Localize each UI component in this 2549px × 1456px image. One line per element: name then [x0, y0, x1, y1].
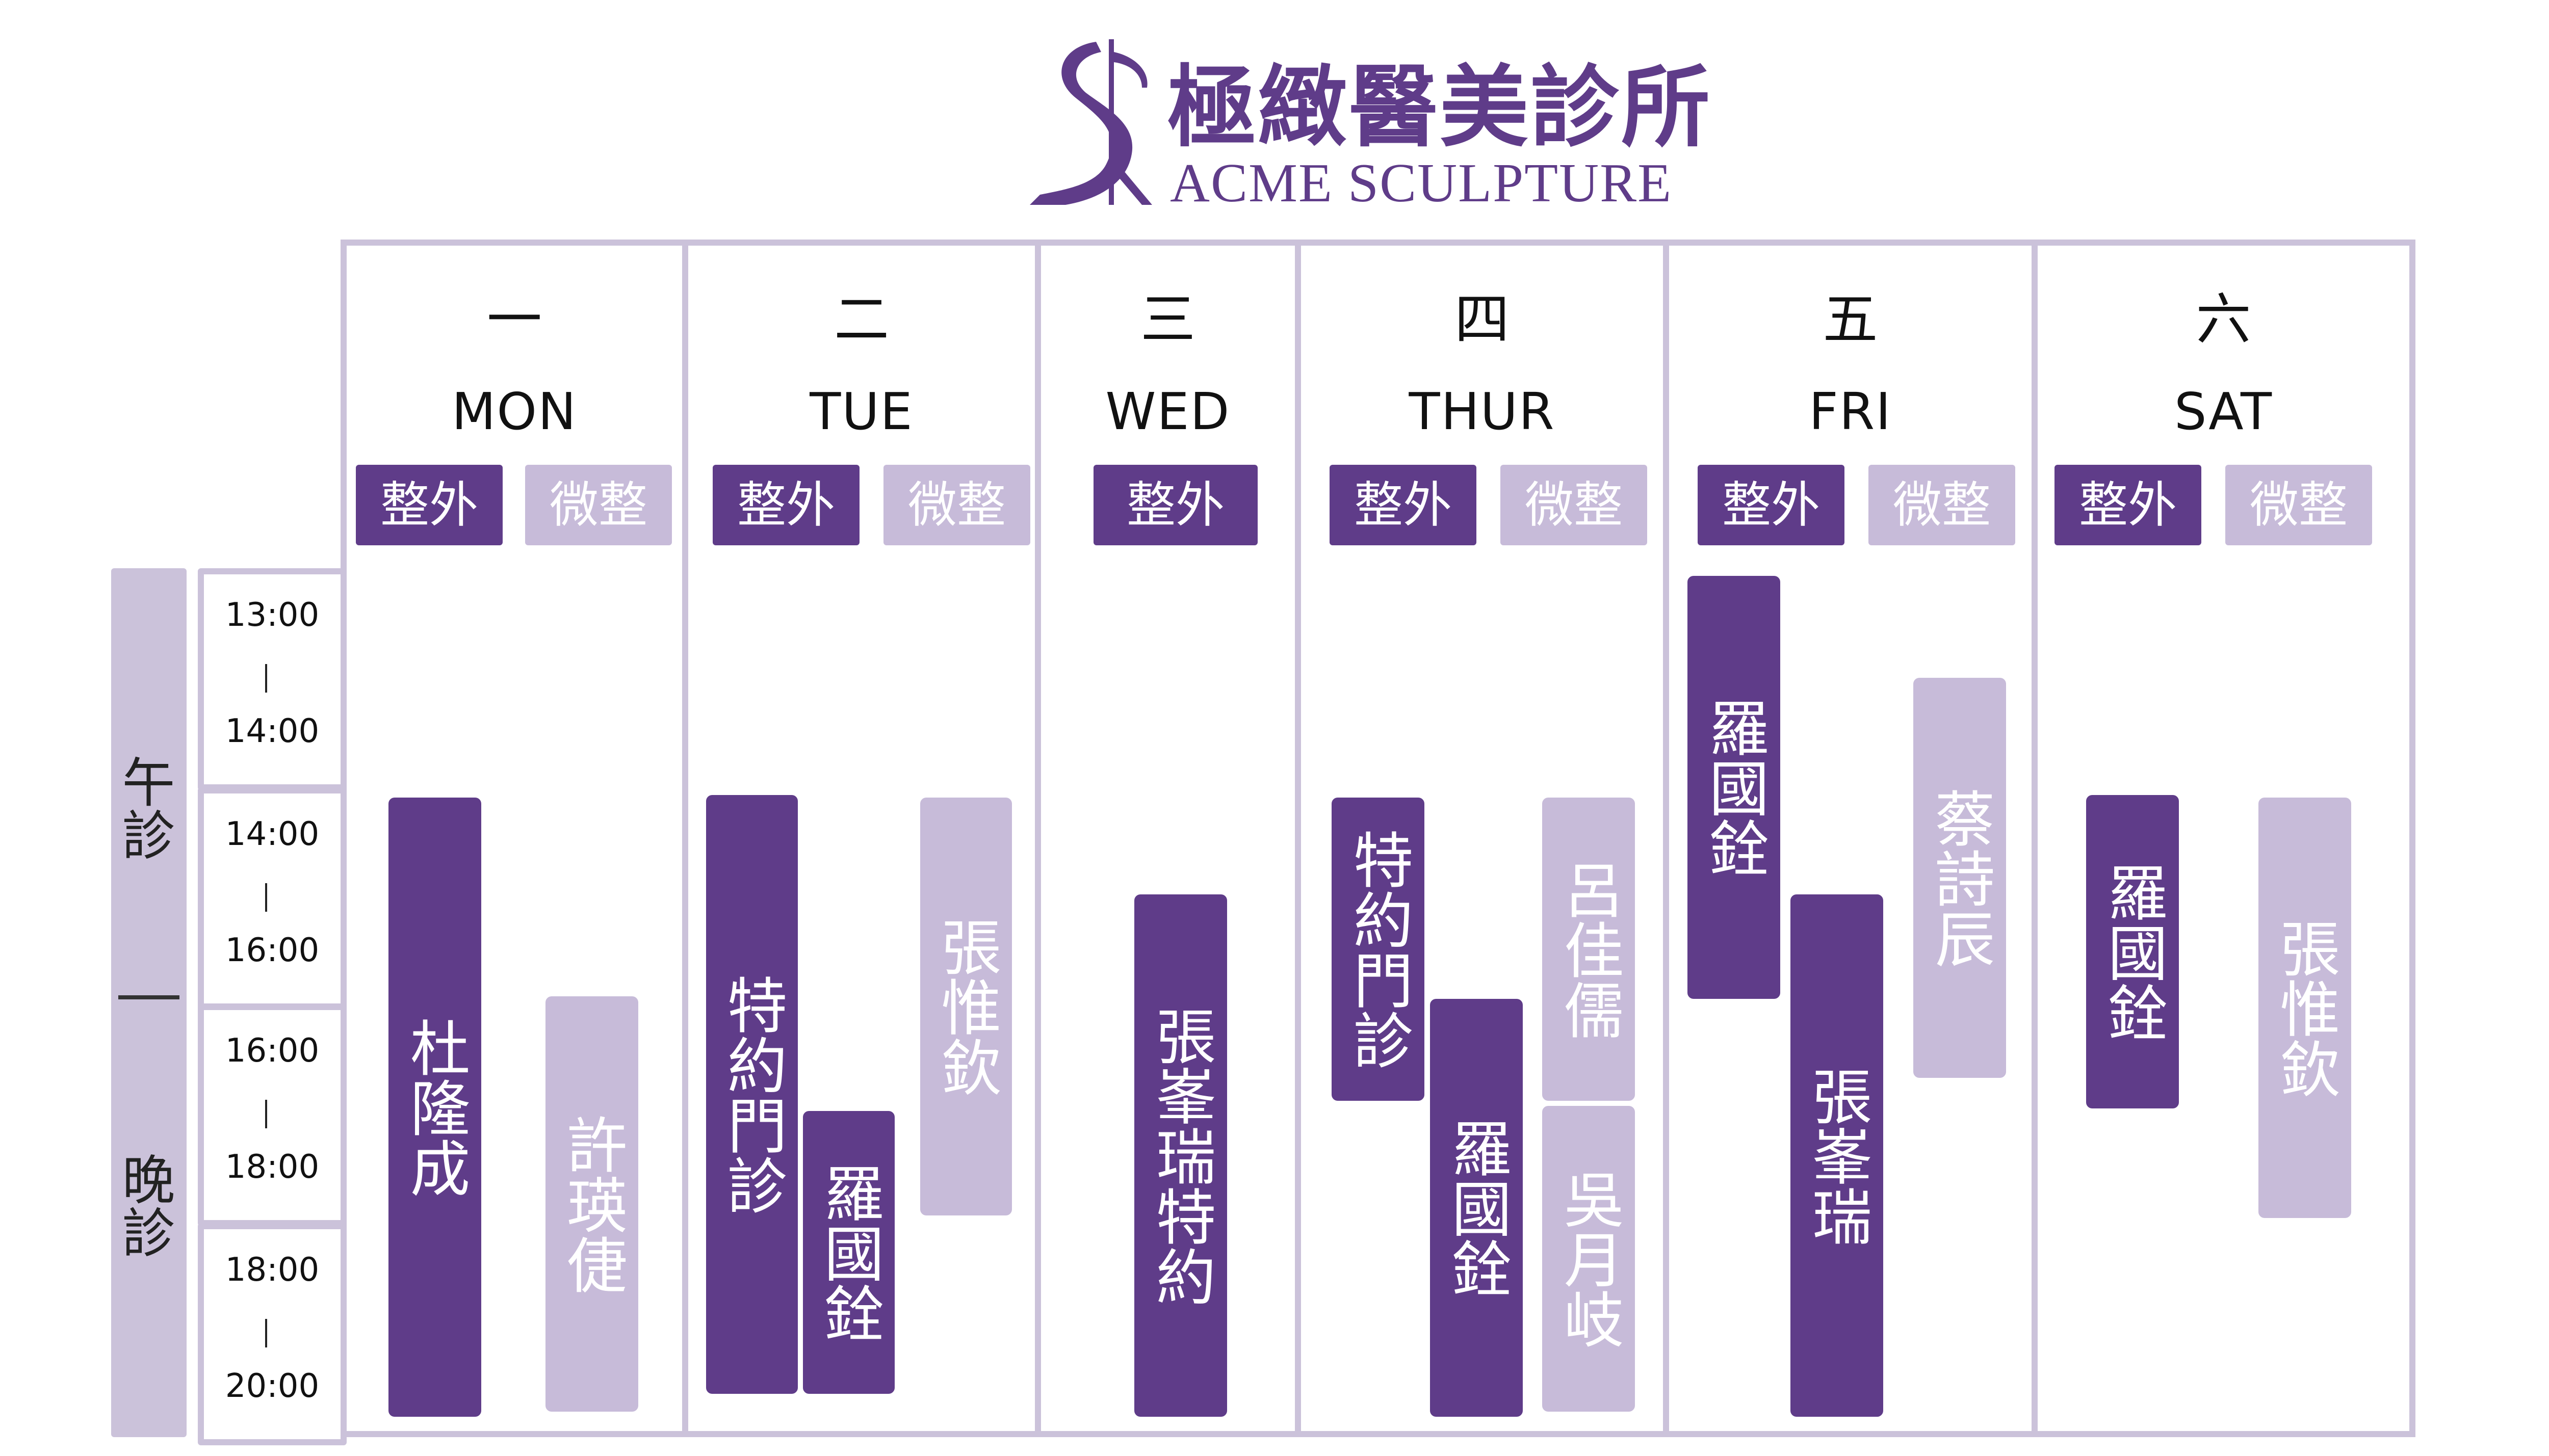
doctor-block-sat-plastic: 羅國銓 [2086, 795, 2179, 1108]
doctor-block-tue-micro: 張惟欽 [920, 798, 1012, 1215]
doctor-name: 羅國銓 [1441, 1118, 1512, 1298]
day-label-cn-thu: 四 [1454, 288, 1510, 352]
doctor-name: 許瑛倢 [557, 1114, 627, 1294]
time-slot-end: 18:00 [225, 1148, 320, 1186]
doctor-name: 吳月岐 [1553, 1169, 1624, 1349]
day-label-en-fri: FRI [1809, 382, 1892, 441]
doctor-name: 張惟欽 [2270, 917, 2340, 1098]
time-slot-end: 16:00 [225, 932, 320, 969]
day-label-en-tue: TUE [810, 382, 914, 441]
tag-micro-mon: 微整 [525, 465, 672, 545]
day-label-cn-wed: 三 [1140, 288, 1195, 352]
doctor-block-wed-plastic: 張峯瑞特約 [1134, 894, 1227, 1417]
time-slot-1: 13:00 14:00 [198, 568, 347, 790]
doctor-block-fri-plastic-2: 張峯瑞 [1790, 894, 1883, 1417]
doctor-name: 羅國銓 [1699, 697, 1769, 878]
tag-plastic-mon: 整外 [356, 465, 503, 545]
tag-plastic-wed: 整外 [1094, 465, 1258, 545]
time-slot-separator [265, 1100, 267, 1128]
doctor-block-thu-micro-2: 吳月岐 [1542, 1106, 1635, 1412]
time-slot-start: 18:00 [225, 1251, 320, 1289]
doctor-block-thu-micro-1: 呂佳儒 [1542, 798, 1635, 1101]
doctor-block-thu-plastic-special: 特約門診 [1332, 798, 1424, 1101]
brand-name-en: ACME SCULPTURE [1170, 153, 1673, 214]
session-afternoon-label: 午診 [113, 755, 175, 861]
day-label-cn-sat: 六 [2196, 288, 2251, 352]
day-label-en-thu: THUR [1409, 382, 1555, 441]
doctor-block-mon-plastic: 杜隆成 [388, 798, 481, 1417]
column-divider [682, 240, 688, 1437]
day-label-cn-tue: 二 [834, 288, 889, 352]
tag-plastic-tue: 整外 [713, 465, 860, 545]
day-label-en-sat: SAT [2174, 382, 2273, 441]
column-divider [1663, 240, 1669, 1437]
session-label-column [111, 568, 187, 1437]
tag-micro-thu: 微整 [1500, 465, 1647, 545]
doctor-block-fri-micro: 蔡詩辰 [1913, 678, 2006, 1078]
column-divider [1035, 240, 1041, 1437]
tag-micro-fri: 微整 [1868, 465, 2015, 545]
time-slot-2: 14:00 16:00 [198, 787, 347, 1010]
doctor-name: 特約門診 [1343, 829, 1413, 1070]
doctor-name: 張惟欽 [931, 916, 1001, 1097]
time-slot-end: 20:00 [225, 1367, 320, 1405]
session-evening-label: 晚診 [113, 1152, 175, 1258]
doctor-name: 張峯瑞 [1802, 1065, 1872, 1246]
day-label-cn-fri: 五 [1823, 288, 1878, 352]
session-divider [118, 995, 179, 999]
day-label-en-wed: WED [1105, 382, 1231, 441]
tag-plastic-thu: 整外 [1330, 465, 1476, 545]
day-label-cn-mon: 一 [486, 288, 542, 352]
time-slot-separator [265, 883, 267, 912]
time-slot-3: 16:00 18:00 [198, 1004, 347, 1226]
doctor-block-tue-plastic-special: 特約門診 [706, 795, 798, 1394]
tag-plastic-sat: 整外 [2054, 465, 2201, 545]
doctor-block-thu-plastic-2: 羅國銓 [1430, 999, 1523, 1417]
acme-logo-icon [1030, 39, 1152, 205]
time-slot-start: 13:00 [225, 596, 320, 634]
time-slot-start: 14:00 [225, 815, 320, 853]
column-divider [1295, 240, 1301, 1437]
time-slot-separator [265, 1319, 267, 1347]
doctor-block-fri-plastic-1: 羅國銓 [1687, 576, 1780, 999]
time-slot-separator [265, 664, 267, 693]
tag-micro-sat: 微整 [2225, 465, 2372, 545]
doctor-block-mon-micro: 許瑛倢 [545, 996, 638, 1412]
brand-name-cn: 極緻醫美診所 [1167, 56, 1712, 160]
time-slot-end: 14:00 [225, 712, 320, 750]
day-label-en-mon: MON [452, 382, 577, 441]
time-slot-4: 18:00 20:00 [198, 1223, 347, 1445]
doctor-block-sat-micro: 張惟欽 [2258, 798, 2351, 1218]
doctor-block-tue-plastic-2: 羅國銓 [803, 1111, 895, 1394]
doctor-name: 特約門診 [717, 974, 787, 1215]
doctor-name: 張峯瑞特約 [1146, 1005, 1216, 1306]
tag-plastic-fri: 整外 [1698, 465, 1844, 545]
tag-micro-tue: 微整 [883, 465, 1030, 545]
doctor-name: 羅國銓 [2097, 861, 2168, 1042]
doctor-name: 羅國銓 [814, 1162, 884, 1343]
doctor-name: 杜隆成 [400, 1017, 470, 1198]
column-divider [2032, 240, 2038, 1437]
doctor-name: 呂佳儒 [1553, 859, 1624, 1040]
doctor-name: 蔡詩辰 [1924, 787, 1995, 968]
time-slot-start: 16:00 [225, 1032, 320, 1070]
